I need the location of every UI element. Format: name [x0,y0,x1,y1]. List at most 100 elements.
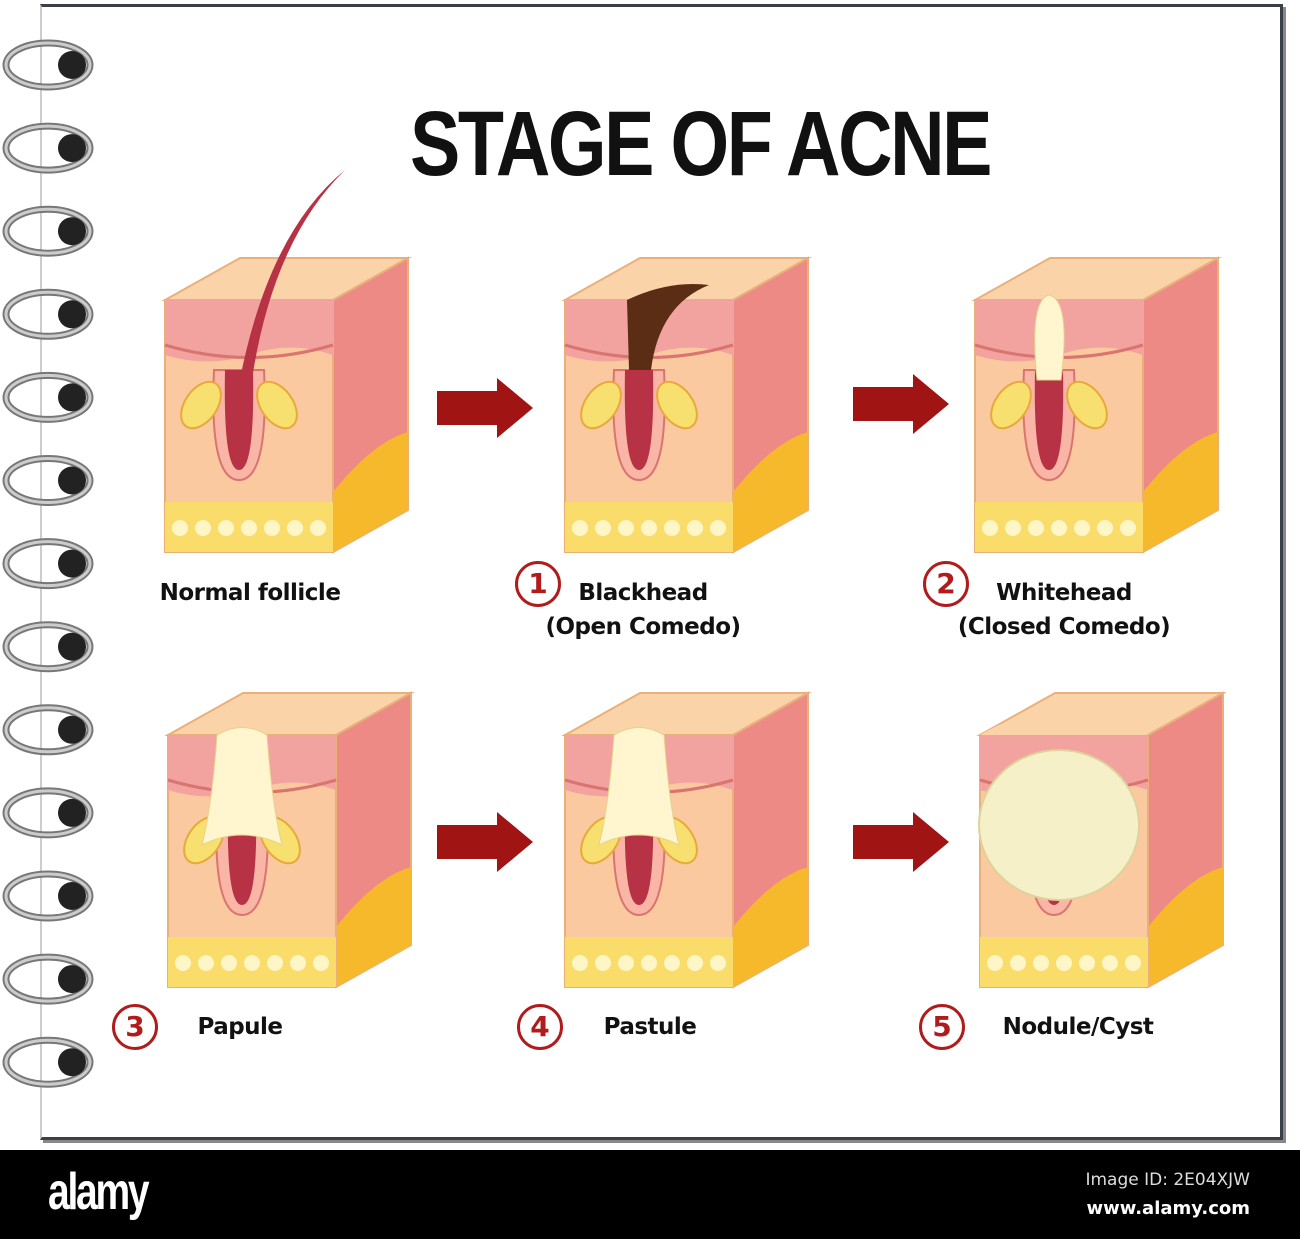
fat-cell [595,955,611,971]
stage-label-pustule: Pastule [603,1014,697,1040]
fat-cell [241,520,257,536]
sebaceous-gland [256,380,298,430]
fat-cell [687,520,703,536]
hair-root [1034,370,1064,470]
stage-sublabel-whitehead: (Closed Comedo) [957,614,1171,640]
spiral-ring-icon [2,787,94,839]
spiral-ring-icon [2,953,94,1005]
ring-hole [58,134,86,163]
ring-hole [58,300,86,329]
ring-hole [58,882,86,910]
stage-number-1: 1 [515,561,561,607]
fat-cell [710,520,726,536]
fat-cell [641,520,657,536]
fat-cell [618,955,634,971]
ring-highlight [4,290,92,338]
ring-highlight [4,373,92,421]
watermark-site: www.alamy.com [1086,1198,1250,1219]
stage-number-4: 4 [517,1004,563,1050]
fat-cell [664,520,680,536]
stage-sublabel-blackhead: (Open Comedo) [545,614,741,640]
skin-block-papule [164,691,415,989]
fat-cell [198,955,214,971]
stage-label-papule: Papule [197,1014,283,1040]
fat-side [336,867,411,987]
ring-highlight [4,872,92,920]
spiral-ring-icon [2,621,94,673]
fat-cell [664,955,680,971]
page-title: STAGE OF ACNE [410,93,992,195]
sebaceous-gland [580,380,622,430]
spiral-ring-icon [2,205,94,257]
cyst-mass [978,749,1140,901]
ring-highlight [4,1038,92,1086]
fat-cell [687,955,703,971]
spiral-ring-icon [2,39,94,91]
fat-cell [1010,955,1026,971]
fat-cell [267,955,283,971]
fat-cell [1033,955,1049,971]
ring-hole [58,965,86,994]
fat-cell [244,955,260,971]
sebaceous-gland [990,380,1032,430]
stage-label-blackhead: Blackhead [578,580,708,606]
arrow-right-icon [437,378,533,438]
fat-cell [221,955,237,971]
fat-cell [1125,955,1141,971]
fat-cell [710,955,726,971]
fat-cell [982,520,998,536]
spiral-ring-icon [2,371,94,423]
spiral-ring-icon [2,538,94,590]
arrow-right-icon [437,812,533,872]
ring-highlight [4,540,92,588]
fat-cell [218,520,234,536]
watermark-image-id: Image ID: 2E04XJW [1085,1170,1250,1190]
spiral-ring-icon [2,288,94,340]
hair-root [624,370,654,470]
fat-cell [1051,520,1067,536]
watermark-logo: alamy [48,1163,150,1221]
stage-number-2: 2 [923,561,969,607]
blackhead-plug [627,284,709,370]
fat-cell [313,955,329,971]
ring-highlight [4,706,92,754]
ring-highlight [4,124,92,172]
fat-cell [264,520,280,536]
skin-block-pustule [561,691,812,989]
fat-cell [1120,520,1136,536]
fat-cell [175,955,191,971]
stage-label-nodule: Nodule/Cyst [1002,1014,1154,1040]
pus-mass [201,727,283,846]
whitehead-plug [1034,294,1065,381]
fat-cell [1005,520,1021,536]
fat-side [1143,432,1218,552]
ring-hole [58,549,86,578]
fat-side [733,432,808,552]
ring-highlight [4,789,92,837]
ring-hole [58,383,86,412]
sebaceous-gland [656,380,698,430]
fat-cell [641,955,657,971]
ring-highlight [4,457,92,504]
fat-cell [195,520,211,536]
fat-cell [572,520,588,536]
fat-cell [987,955,1003,971]
fat-cell [595,520,611,536]
stage-number-3: 3 [112,1004,158,1050]
ring-hole [58,217,86,246]
sebaceous-gland [1066,380,1108,430]
fat-cell [1074,520,1090,536]
fat-cell [1097,520,1113,536]
pus-mass [598,727,680,846]
fat-side [1148,867,1223,987]
fat-cell [618,520,634,536]
ring-hole [58,51,86,79]
arrow-right-icon [853,812,949,872]
ring-hole [58,1048,86,1077]
stage-label-whitehead: Whitehead [996,580,1132,606]
ring-hole [58,466,86,495]
skin-block-nodule [976,691,1227,989]
epidermis-layer [165,300,333,362]
ring-hole [58,715,86,744]
skin-block-normal [161,170,412,554]
